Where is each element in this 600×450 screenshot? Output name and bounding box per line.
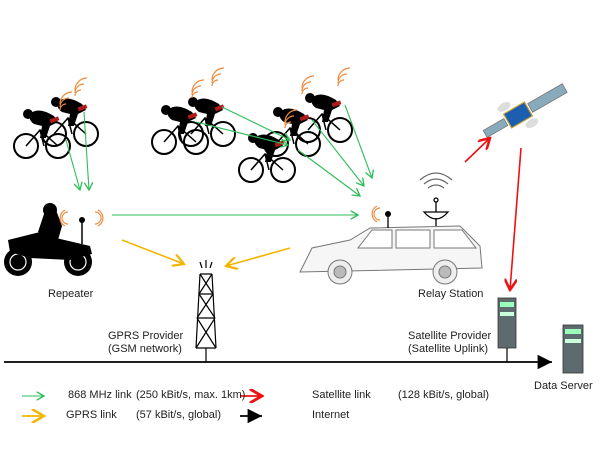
legend-satellite-name: Satellite link	[312, 389, 371, 401]
relay-station-label: Relay Station	[418, 288, 484, 300]
satellite-dish-icon	[422, 197, 450, 226]
car-antenna	[371, 205, 391, 228]
868mhz-links	[65, 104, 372, 215]
legend-gprs-detail: (57 kBit/s, global)	[136, 409, 221, 421]
legend-internet-name: Internet	[312, 409, 350, 421]
gprs-provider-label-1: GPRS Provider	[108, 330, 184, 342]
legend-satellite-detail: (128 kBit/s, global)	[398, 389, 490, 401]
repeater-label: Repeater	[48, 288, 94, 300]
server-icon	[497, 297, 517, 362]
satellite-provider-label-2: (Satellite Uplink)	[408, 343, 489, 355]
cyclist-icon	[151, 67, 353, 183]
legend-gprs-name: GPRS link	[66, 409, 117, 421]
cell-tower-icon	[195, 260, 217, 362]
satellite-provider-label-1: Satellite Provider	[408, 330, 492, 342]
legend-868mhz-detail: (250 kBit/s, max. 1km)	[136, 389, 246, 401]
satellite-links	[464, 138, 522, 290]
gprs-links	[121, 239, 291, 266]
gprs-provider-label-2: (GSM network)	[108, 343, 182, 355]
legend-868mhz-name: 868 MHz link	[68, 389, 132, 401]
cyclist-icon	[13, 77, 99, 159]
server-icon	[562, 324, 584, 374]
wireless-signal-icon	[419, 172, 453, 189]
motorcycle-icon	[4, 203, 104, 276]
data-server-label: Data Server	[534, 380, 593, 392]
satellite-icon	[482, 83, 568, 138]
car-icon	[299, 225, 483, 285]
